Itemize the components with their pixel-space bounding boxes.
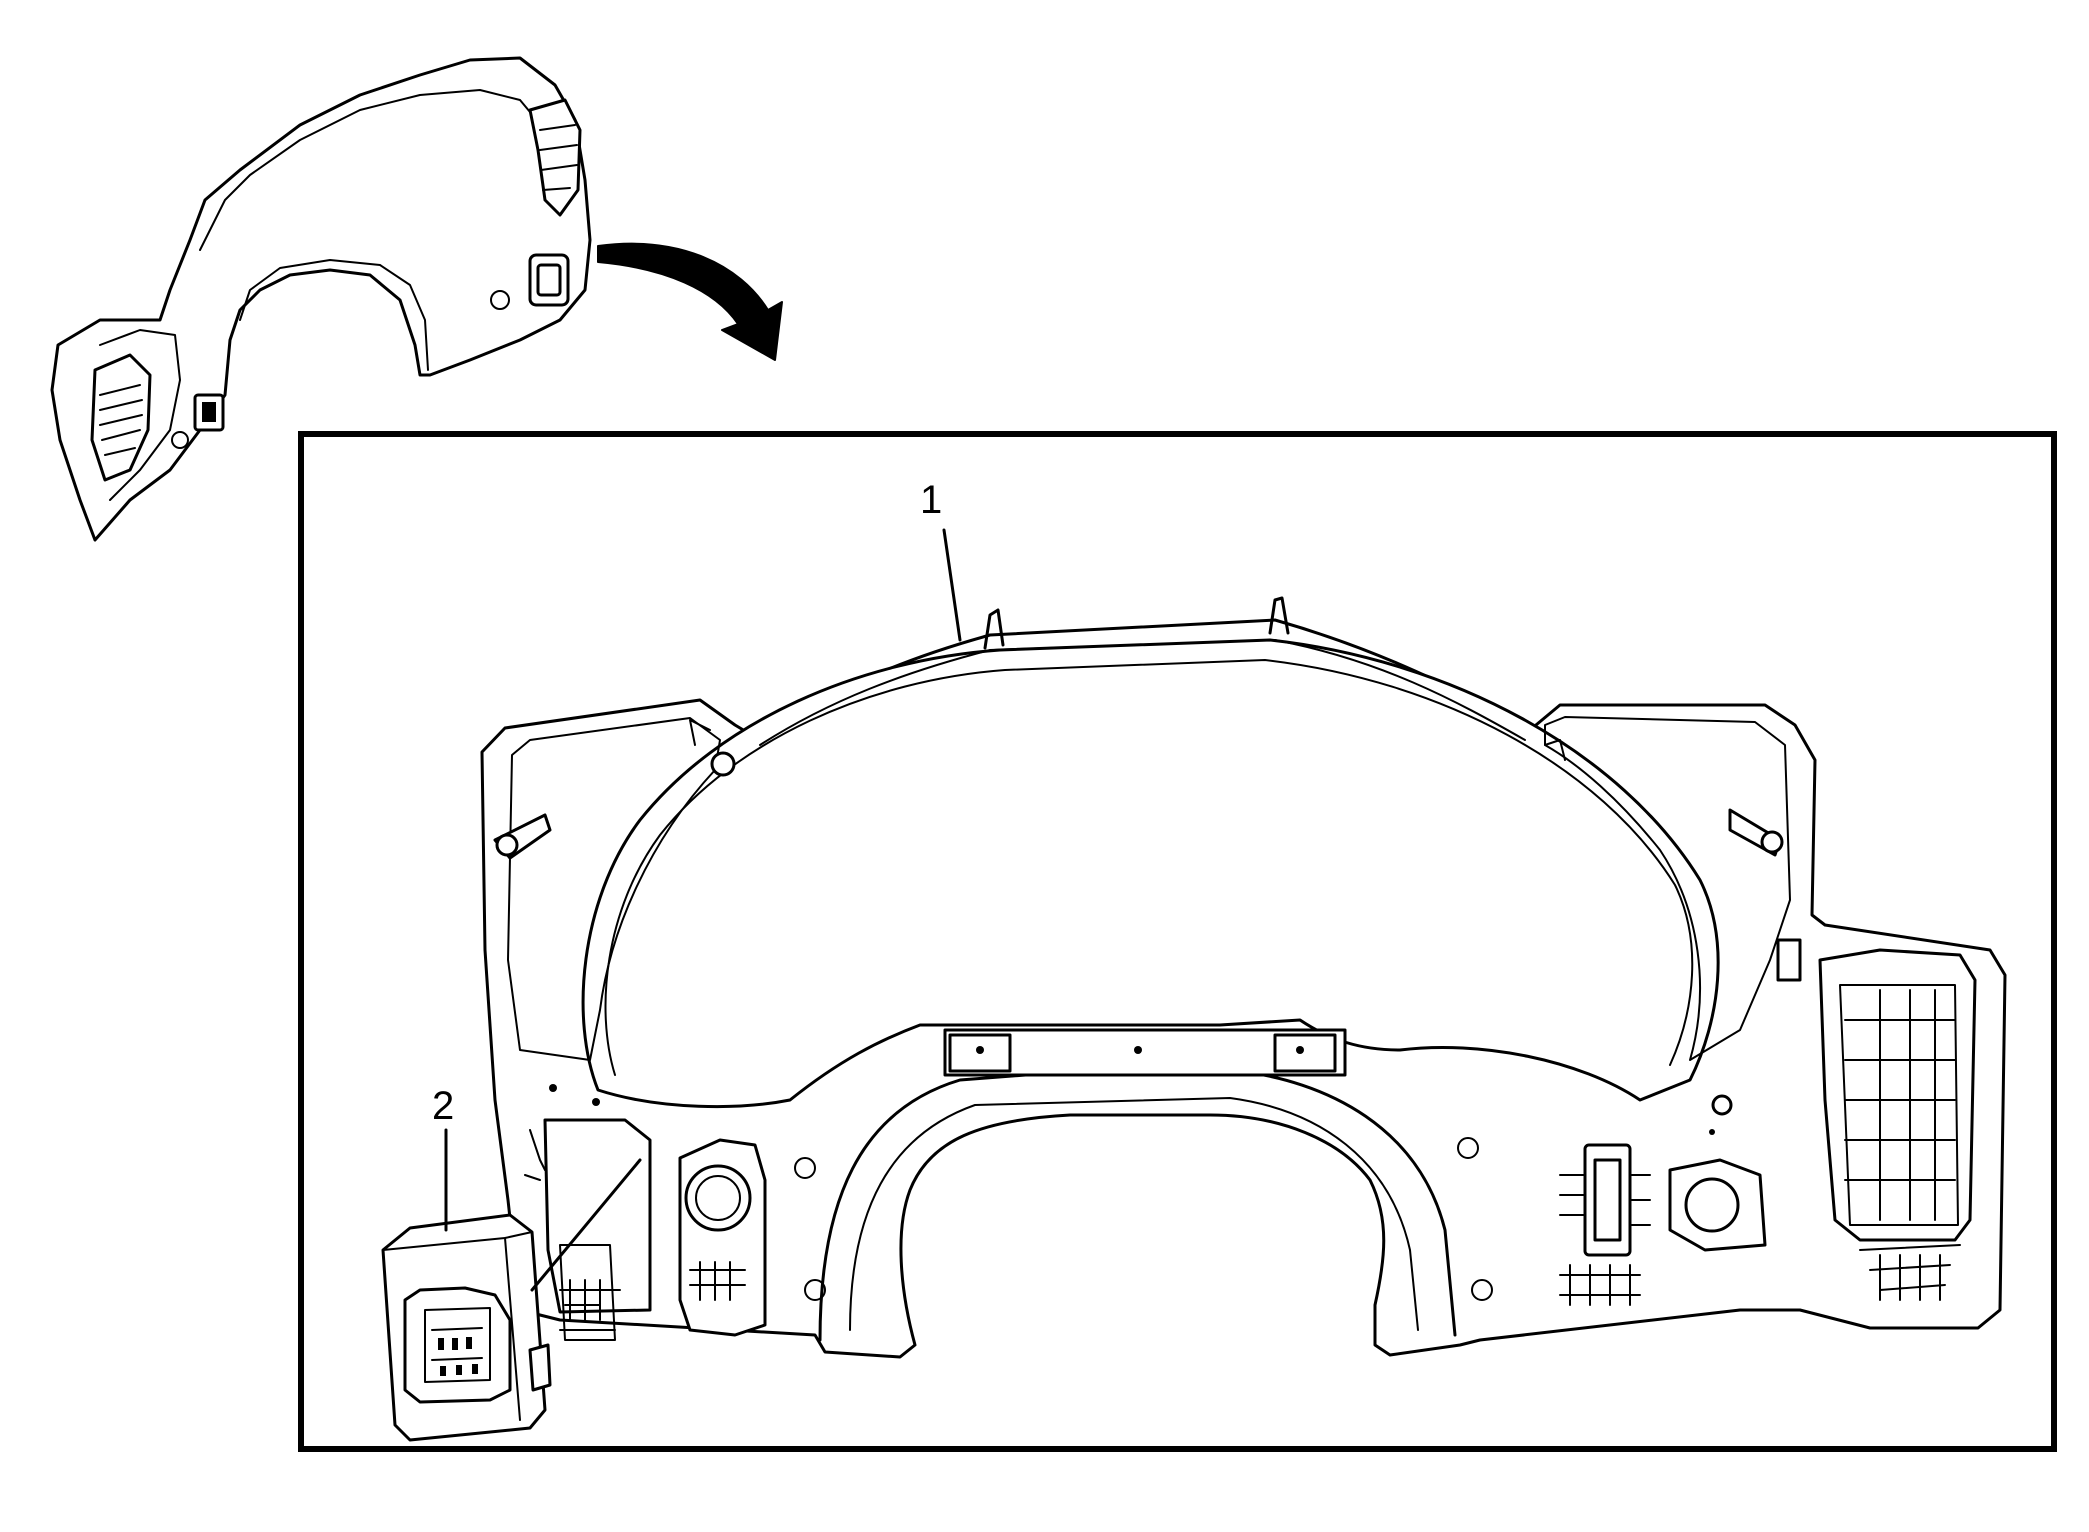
module-mount-line [530, 1158, 642, 1292]
overview-bezel-thumbnail [50, 56, 592, 542]
module-component [381, 1213, 552, 1442]
callout-1: 1 [920, 478, 943, 522]
detail-frame [298, 431, 2057, 1452]
cluster-bezel [480, 596, 2007, 1359]
leader-line-1 [942, 528, 962, 642]
callout-2: 2 [432, 1084, 455, 1128]
curved-arrow-icon [597, 242, 783, 361]
